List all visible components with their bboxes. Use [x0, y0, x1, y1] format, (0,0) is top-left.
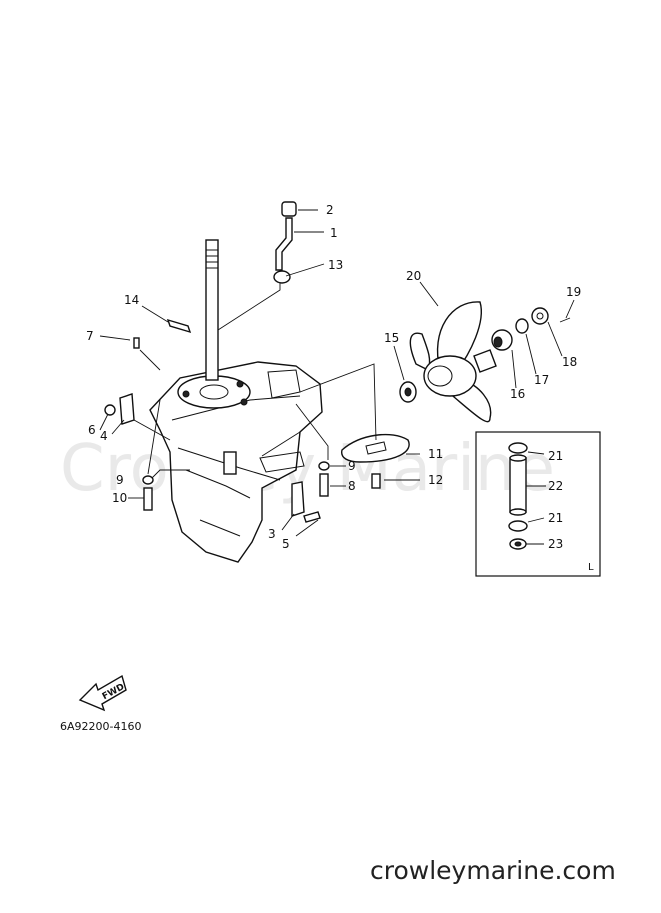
fwd-arrow-icon: FWD — [78, 674, 127, 712]
screw-part-5 — [303, 511, 321, 523]
inset-box — [475, 431, 601, 577]
callout-22: 22 — [548, 479, 563, 493]
bolt-part-12 — [371, 473, 381, 489]
callout-13: 13 — [328, 258, 343, 272]
callout-6: 6 — [88, 423, 96, 437]
site-url: crowleymarine.com — [370, 856, 616, 885]
callout-16: 16 — [510, 387, 525, 401]
callout-9-right: 9 — [348, 459, 356, 473]
bolt-part-8 — [319, 473, 329, 497]
callout-5: 5 — [282, 537, 290, 551]
drive-shaft — [205, 239, 219, 381]
callout-18: 18 — [562, 355, 577, 369]
callouts: 2 1 13 14 7 6 4 9 10 3 5 9 8 11 12 15 20… — [86, 203, 594, 573]
shift-rod — [217, 201, 297, 331]
clip-part-14 — [166, 318, 192, 334]
pin-part-7 — [133, 337, 140, 349]
thrust-washer-part-15 — [399, 381, 417, 403]
washer-part-17 — [515, 318, 529, 334]
nut-part-18 — [531, 307, 549, 325]
bolt-part-6 — [104, 404, 116, 416]
callout-23: 23 — [548, 537, 563, 551]
callout-4: 4 — [100, 429, 108, 443]
washer-part-9-left — [142, 475, 154, 485]
callout-12: 12 — [428, 473, 443, 487]
callout-19: 19 — [566, 285, 581, 299]
oring-part-21-bottom — [508, 520, 528, 532]
lower-unit-housing — [149, 361, 323, 563]
callout-14: 14 — [124, 293, 139, 307]
washer-part-9-right — [318, 461, 330, 471]
leader-lines — [99, 209, 575, 537]
drawing-code: 6A92200-4160 — [60, 720, 141, 733]
watermark: Crowley Marine — [60, 432, 555, 506]
callout-15: 15 — [384, 331, 399, 345]
callout-17: 17 — [534, 373, 549, 387]
propeller-part-20 — [409, 301, 497, 423]
callout-3: 3 — [268, 527, 276, 541]
inset-label: L — [588, 562, 594, 573]
callout-2: 2 — [326, 203, 334, 217]
callout-21-bottom: 21 — [548, 511, 563, 525]
spacer-part-16 — [491, 329, 513, 351]
callout-21-top: 21 — [548, 449, 563, 463]
plate-part-3 — [291, 481, 305, 517]
sleeve-part-22 — [509, 457, 527, 513]
callout-20: 20 — [406, 269, 421, 283]
callout-7: 7 — [86, 329, 94, 343]
callout-9-left: 9 — [116, 473, 124, 487]
oring-part-21-top — [508, 442, 528, 454]
callout-11: 11 — [428, 447, 443, 461]
bolt-part-10 — [143, 487, 153, 511]
callout-8: 8 — [348, 479, 356, 493]
callout-1: 1 — [330, 226, 338, 240]
anode-part-4 — [119, 393, 135, 425]
cotter-pin-part-19 — [559, 317, 571, 323]
plate-part-11 — [341, 433, 410, 463]
callout-10: 10 — [112, 491, 127, 505]
